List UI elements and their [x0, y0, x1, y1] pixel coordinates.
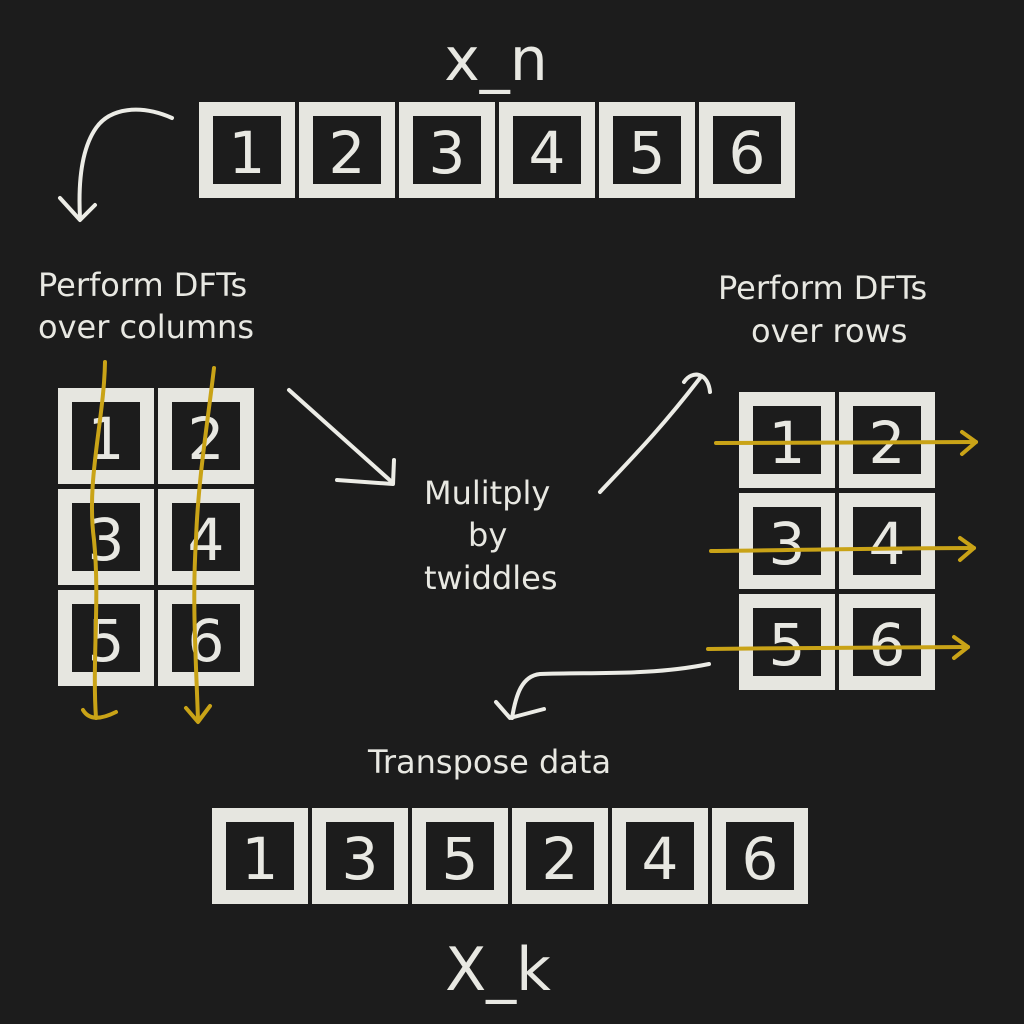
output-cell: 6 — [712, 808, 808, 904]
column-matrix-cell: 4 — [158, 489, 254, 585]
output-cell: 2 — [512, 808, 608, 904]
twiddle-label-line2: by — [468, 516, 508, 554]
output-cell: 4 — [612, 808, 708, 904]
columns-label-line1: Perform DFTs — [38, 266, 248, 304]
column-matrix-cell: 6 — [158, 590, 254, 686]
transpose-label: Transpose data — [368, 743, 612, 781]
row-matrix-cell: 4 — [839, 493, 935, 589]
column-matrix-cell: 2 — [158, 388, 254, 484]
output-cell: 3 — [312, 808, 408, 904]
output-title: X_k — [445, 935, 551, 1005]
columns-label-line2: over columns — [38, 308, 254, 346]
arrow-to-twiddles — [287, 388, 396, 486]
row-matrix-cell: 6 — [839, 594, 935, 690]
arrow-to-transpose — [494, 662, 711, 720]
row-matrix-cell: 5 — [739, 594, 835, 690]
input-cell: 2 — [299, 102, 395, 198]
column-matrix-cell: 5 — [58, 590, 154, 686]
twiddle-label-line1: Mulitply — [424, 474, 551, 512]
column-matrix-cell: 3 — [58, 489, 154, 585]
input-cell: 6 — [699, 102, 795, 198]
rows-label-line2: over rows — [751, 312, 908, 350]
column-matrix-cell: 1 — [58, 388, 154, 484]
output-cell: 1 — [212, 808, 308, 904]
arrow-to-columns — [58, 107, 174, 222]
input-cell: 3 — [399, 102, 495, 198]
rows-label-line1: Perform DFTs — [718, 269, 928, 307]
input-cell: 5 — [599, 102, 695, 198]
input-title: x_n — [444, 25, 548, 95]
row-matrix-cell: 3 — [739, 493, 835, 589]
row-matrix-cell: 1 — [739, 392, 835, 488]
row-matrix-cell: 2 — [839, 392, 935, 488]
input-cell: 4 — [499, 102, 595, 198]
arrow-to-rows — [598, 372, 712, 494]
output-cell: 5 — [412, 808, 508, 904]
input-cell: 1 — [199, 102, 295, 198]
twiddle-label-line3: twiddles — [424, 559, 558, 597]
